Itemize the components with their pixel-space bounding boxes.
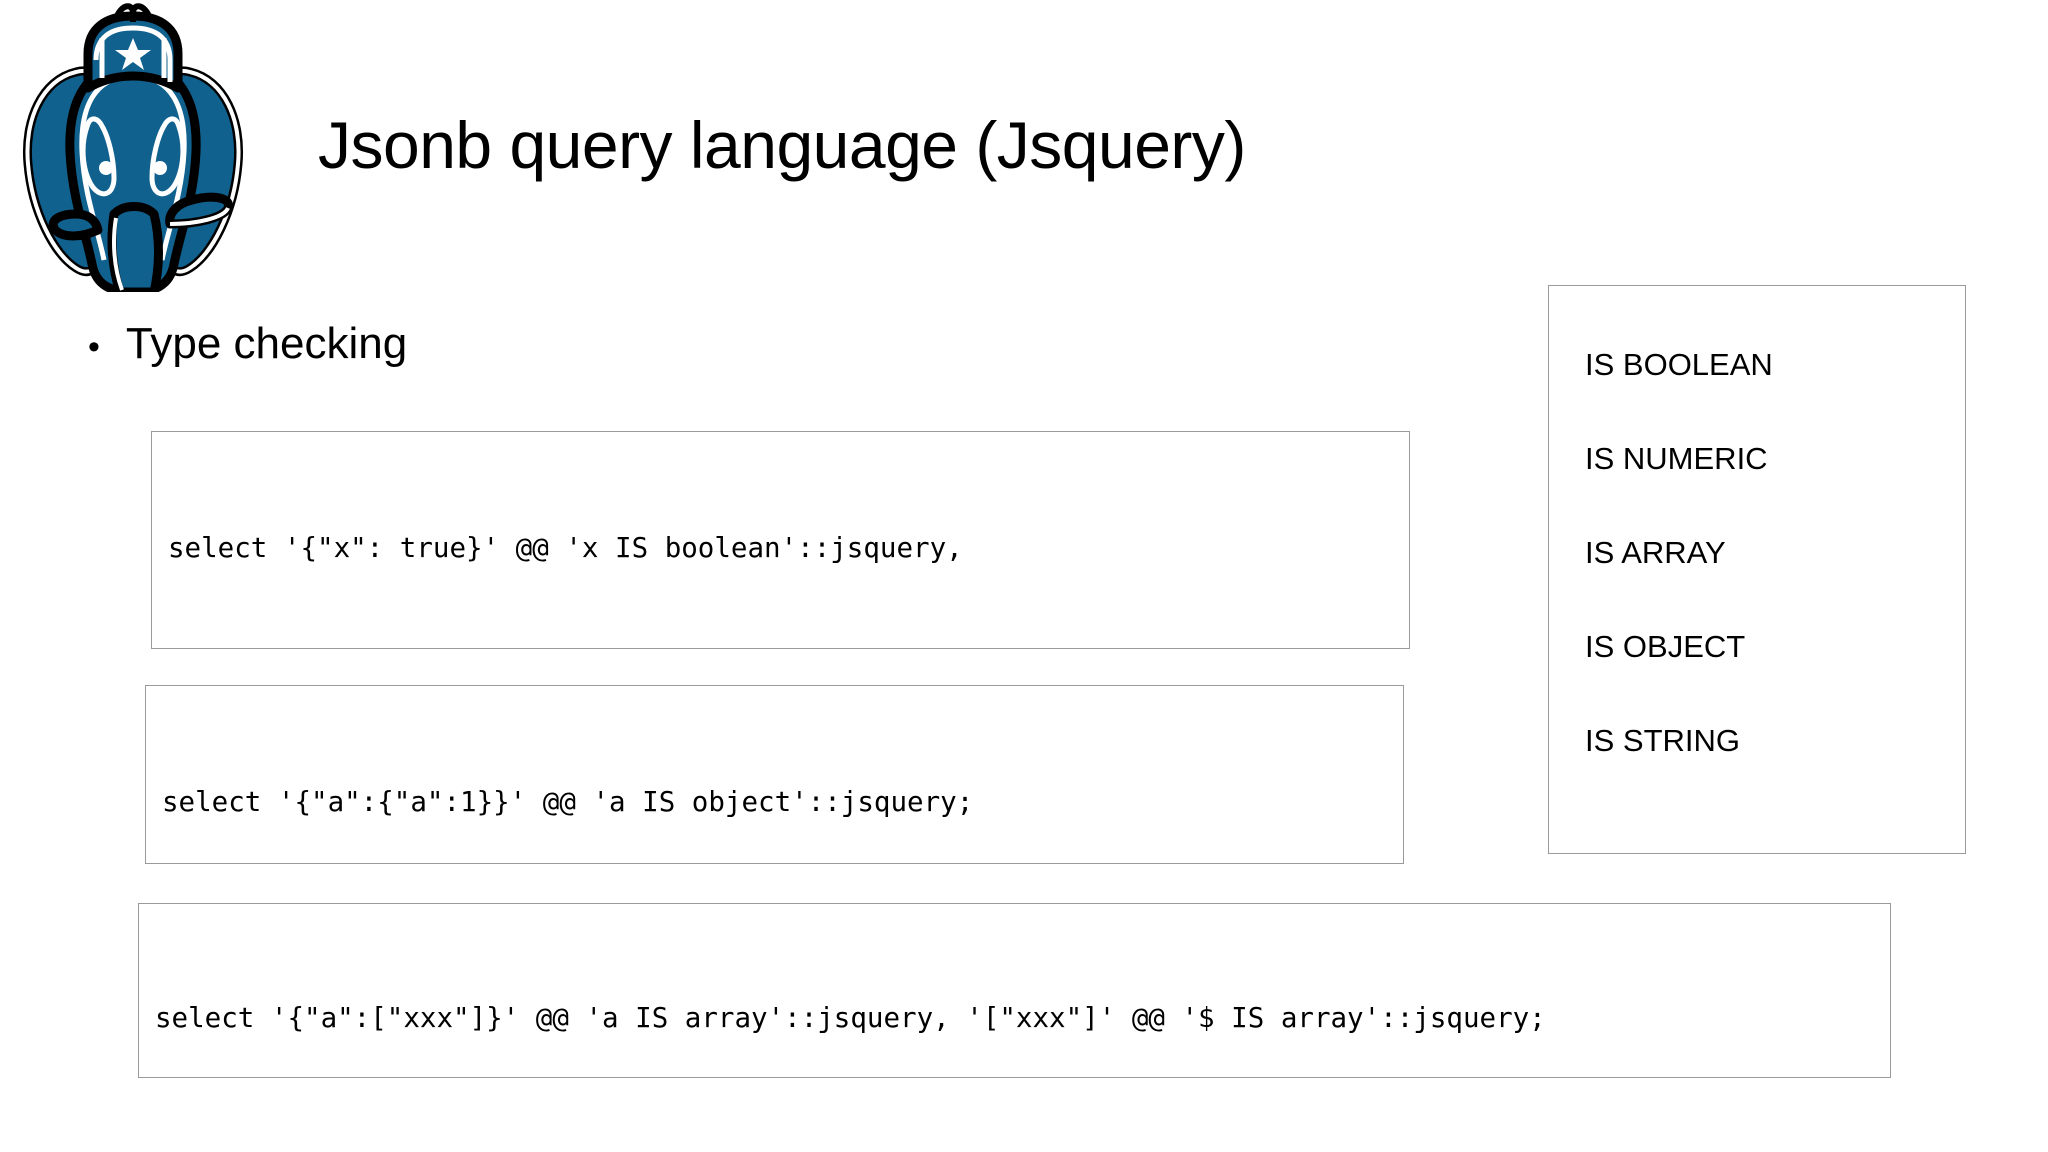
code-line: select '{"x": true}' @@ 'x IS boolean'::… xyxy=(168,532,963,564)
code-line: select '{"a":{"a":1}}' @@ 'a IS object':… xyxy=(162,786,974,818)
type-operator-is-string: IS STRING xyxy=(1585,723,1741,759)
type-operator-is-object: IS OBJECT xyxy=(1585,629,1746,665)
code-block-boolean-numeric: select '{"x": true}' @@ 'x IS boolean'::… xyxy=(151,431,1410,649)
type-operators-panel: IS BOOLEAN IS NUMERIC IS ARRAY IS OBJECT… xyxy=(1548,285,1966,854)
eye-right-icon xyxy=(153,161,167,175)
code-line: select '{"a":["xxx"]}' @@ 'a IS array'::… xyxy=(155,1002,1546,1034)
type-operator-is-numeric: IS NUMERIC xyxy=(1585,441,1768,477)
type-operator-is-array: IS ARRAY xyxy=(1585,535,1726,571)
bullet-type-checking: • Type checking xyxy=(88,319,408,368)
bullet-marker-icon: • xyxy=(88,328,100,366)
type-operator-is-boolean: IS BOOLEAN xyxy=(1585,347,1773,382)
star-icon xyxy=(115,38,151,70)
code-block-array: select '{"a":["xxx"]}' @@ 'a IS array'::… xyxy=(138,903,1891,1078)
elephant-body-group xyxy=(22,3,244,292)
code-block-object: select '{"a":{"a":1}}' @@ 'a IS object':… xyxy=(145,685,1404,864)
type-operators-list: IS BOOLEAN IS NUMERIC IS ARRAY IS OBJECT… xyxy=(1585,347,1955,759)
eye-left-icon xyxy=(99,161,113,175)
page-title: Jsonb query language (Jsquery) xyxy=(318,108,1246,182)
postgresql-elephant-logo xyxy=(14,2,254,292)
bullet-label: Type checking xyxy=(125,319,408,368)
